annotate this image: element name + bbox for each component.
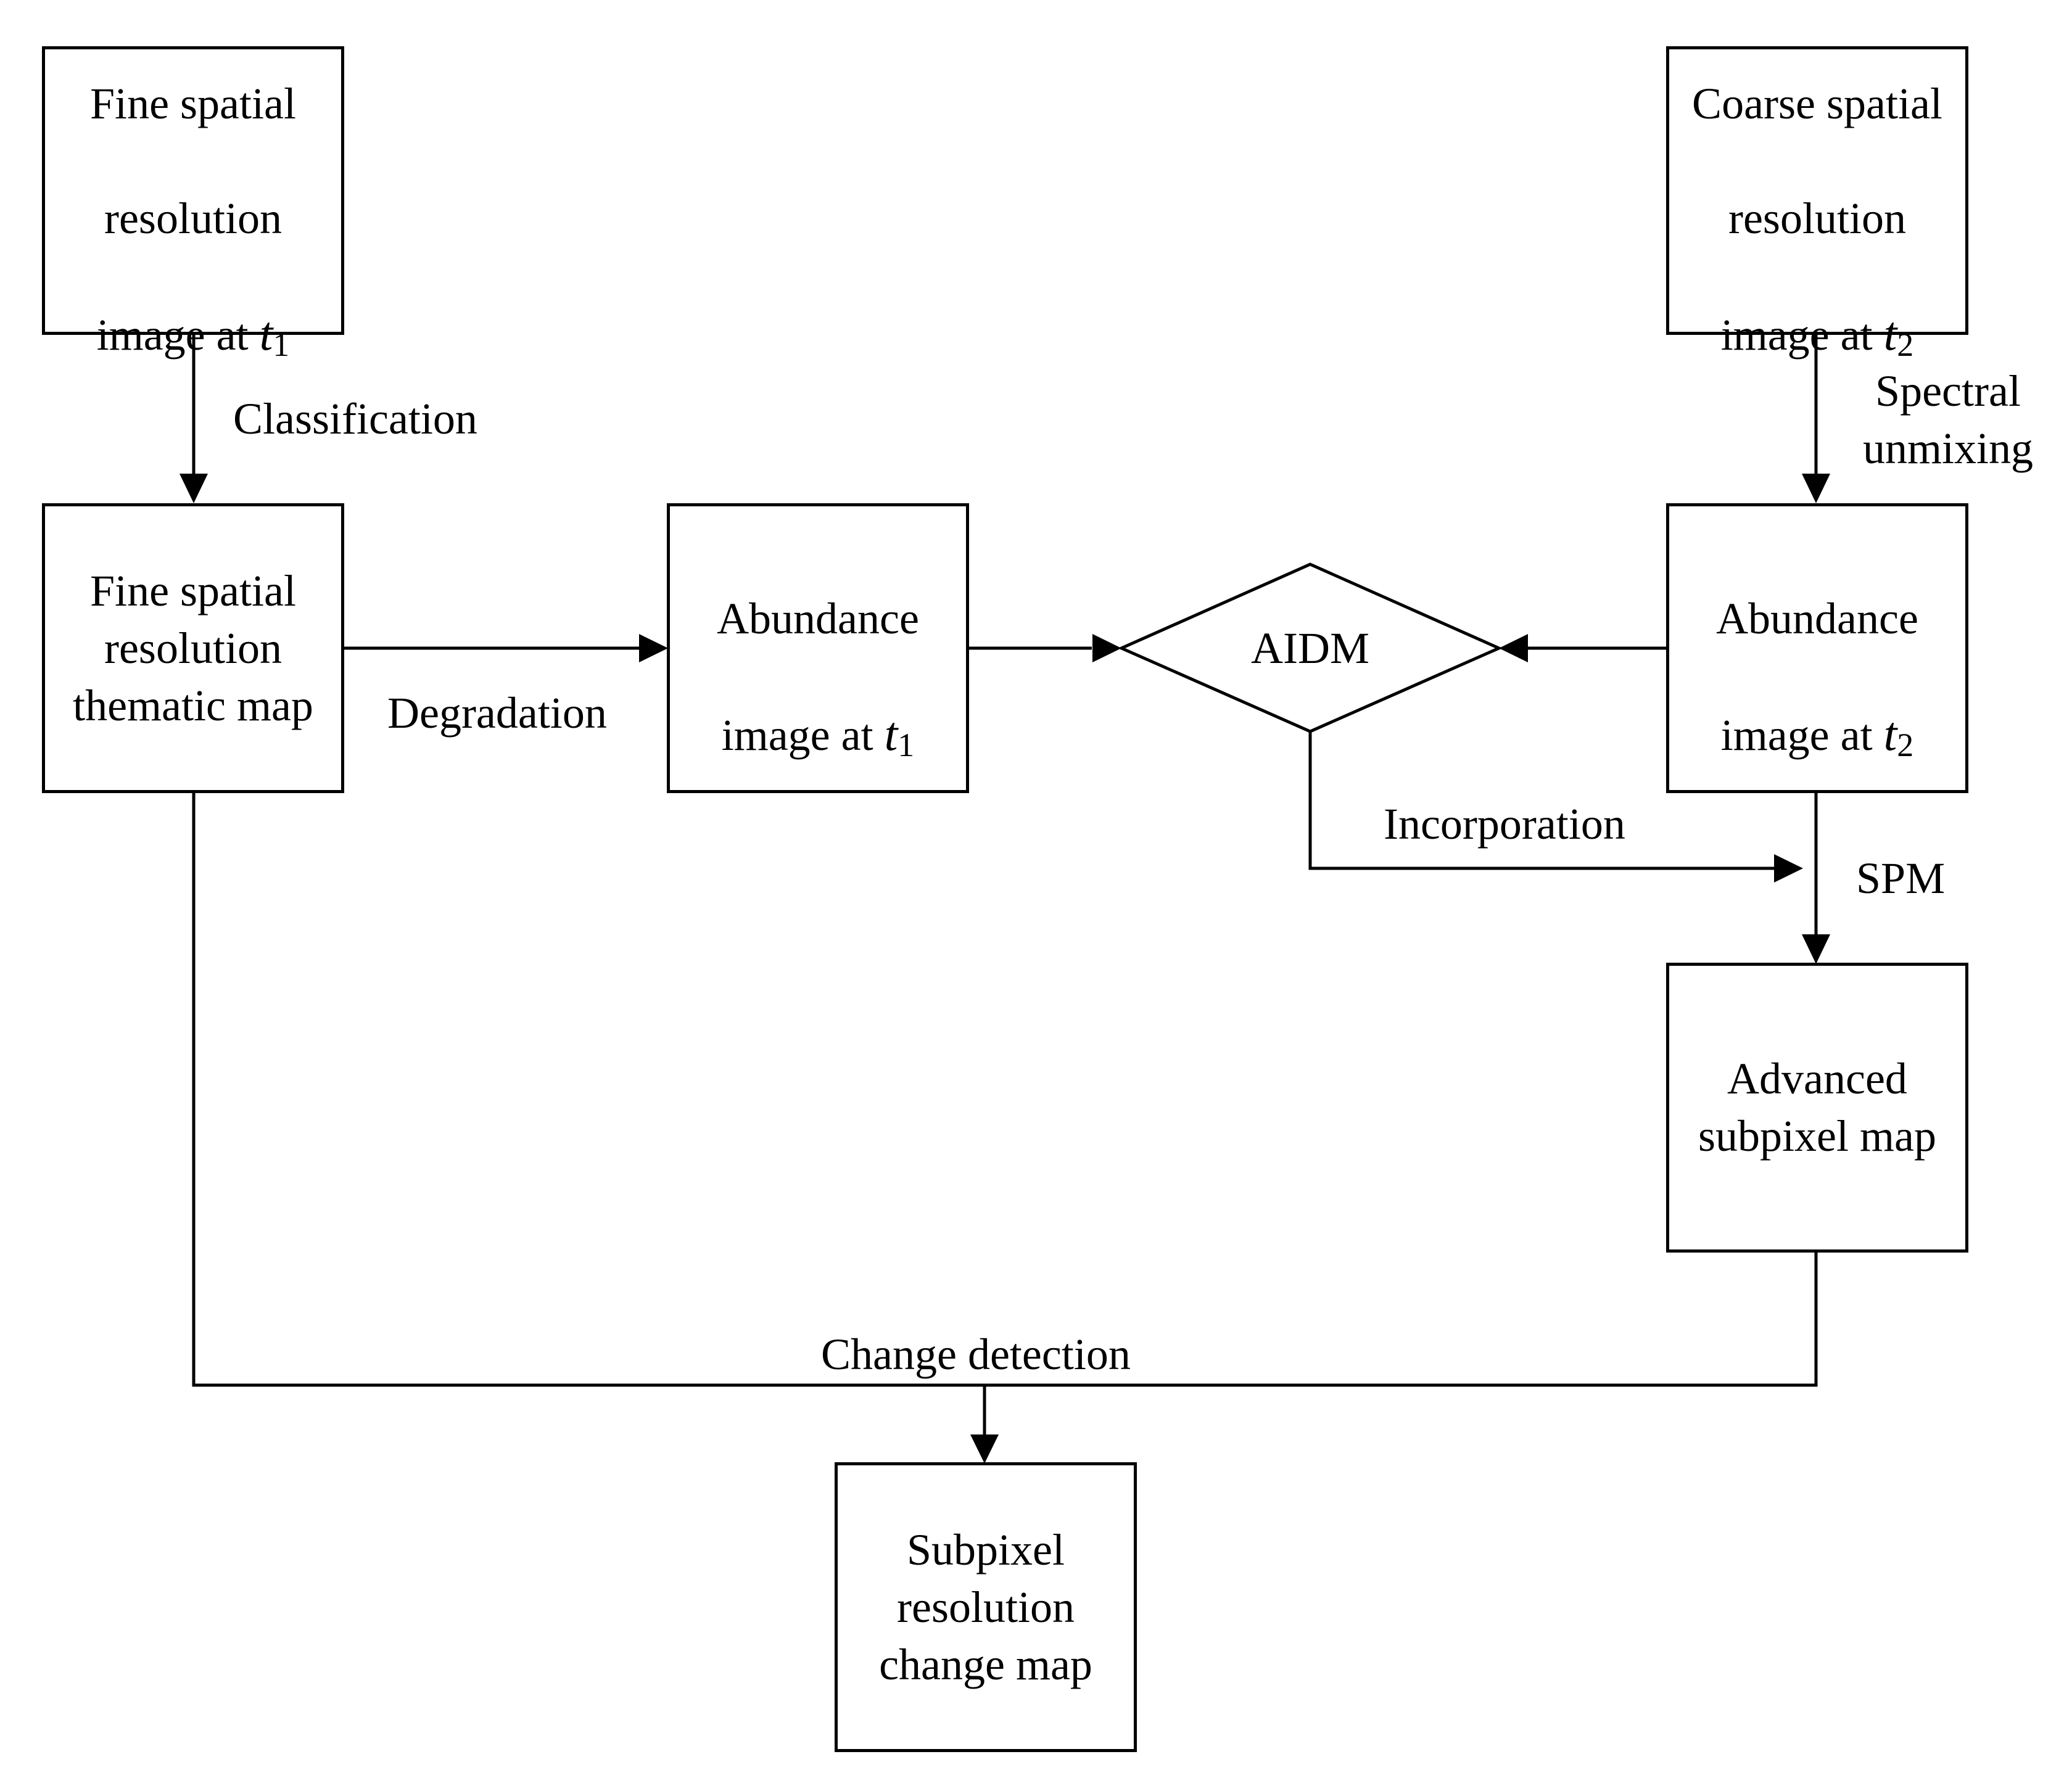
- node-abundance-t2-variable: t: [1883, 706, 1897, 760]
- edge-label-change-detection: Change detection: [821, 1330, 1131, 1379]
- node-coarse-image-line-1: Coarse spatial: [1692, 78, 1942, 128]
- edge-change-detection-line: [192, 792, 1818, 1387]
- node-fine-image-subscript: 1: [273, 326, 290, 363]
- node-coarse-image-subscript: 2: [1897, 326, 1914, 363]
- node-aidm-label: AIDM: [1251, 624, 1369, 673]
- node-coarse-image-variable: t: [1883, 306, 1897, 360]
- node-fine-image-text: Fine spatial resolution image at t1: [90, 18, 296, 364]
- arrowhead-spectral-unmixing: [1802, 474, 1830, 503]
- node-abundance-t1-line-2: image at: [721, 710, 885, 760]
- node-fine-image: Fine spatial resolution image at t1: [42, 46, 344, 361]
- arrowhead-classification: [180, 474, 208, 503]
- node-abundance-t2: Abundance image at t2: [1666, 503, 1968, 793]
- node-abundance-t1-variable: t: [884, 706, 898, 760]
- edge-incorporation-line: [1308, 731, 1777, 870]
- arrowhead-abundance-t1-aidm: [1092, 634, 1121, 662]
- node-subpixel-change-map: Subpixel resolution change map: [835, 1462, 1137, 1752]
- node-coarse-image-text: Coarse spatial resolution image at t2: [1692, 18, 1942, 364]
- edge-label-classification: Classification: [233, 394, 477, 443]
- node-coarse-image-line-3: image at: [1720, 310, 1884, 360]
- node-abundance-t1-text: Abundance image at t1: [717, 533, 919, 764]
- node-advanced-subpixel-map: Advanced subpixel map: [1666, 963, 1968, 1253]
- node-coarse-image-line-2: resolution: [1728, 193, 1906, 243]
- arrowhead-spm: [1802, 934, 1830, 964]
- node-abundance-t1-subscript: 1: [898, 726, 915, 763]
- node-advanced-subpixel-map-text: Advanced subpixel map: [1698, 1054, 1936, 1161]
- node-abundance-t2-line-1: Abundance: [1716, 593, 1918, 643]
- edge-label-spm: SPM: [1856, 854, 1946, 903]
- node-abundance-t1: Abundance image at t1: [667, 503, 969, 793]
- aidm-diamond: [1117, 562, 1503, 733]
- arrowhead-degradation: [639, 634, 668, 662]
- edge-label-incorporation: Incorporation: [1384, 799, 1625, 849]
- node-abundance-t2-subscript: 2: [1897, 726, 1914, 763]
- node-fine-thematic-map-text: Fine spatial resolution thematic map: [73, 566, 313, 730]
- node-abundance-t2-text: Abundance image at t2: [1716, 533, 1918, 764]
- arrowhead-change-detection: [970, 1434, 999, 1463]
- edge-label-spectral-unmixing: Spectral unmixing: [1863, 366, 2034, 473]
- node-abundance-t2-line-2: image at: [1720, 710, 1884, 760]
- node-coarse-image: Coarse spatial resolution image at t2: [1666, 46, 1968, 361]
- node-fine-image-variable: t: [259, 306, 273, 360]
- node-abundance-t1-line-1: Abundance: [717, 593, 919, 643]
- node-fine-image-line-3: image at: [96, 310, 260, 360]
- node-fine-image-line-1: Fine spatial: [90, 78, 296, 128]
- arrowhead-abundance-t2-aidm: [1499, 634, 1528, 662]
- node-fine-image-line-2: resolution: [104, 193, 282, 243]
- node-subpixel-change-map-text: Subpixel resolution change map: [879, 1525, 1092, 1689]
- edge-label-degradation: Degradation: [387, 688, 607, 738]
- arrowhead-incorporation: [1774, 854, 1803, 883]
- node-fine-thematic-map: Fine spatial resolution thematic map: [42, 503, 344, 793]
